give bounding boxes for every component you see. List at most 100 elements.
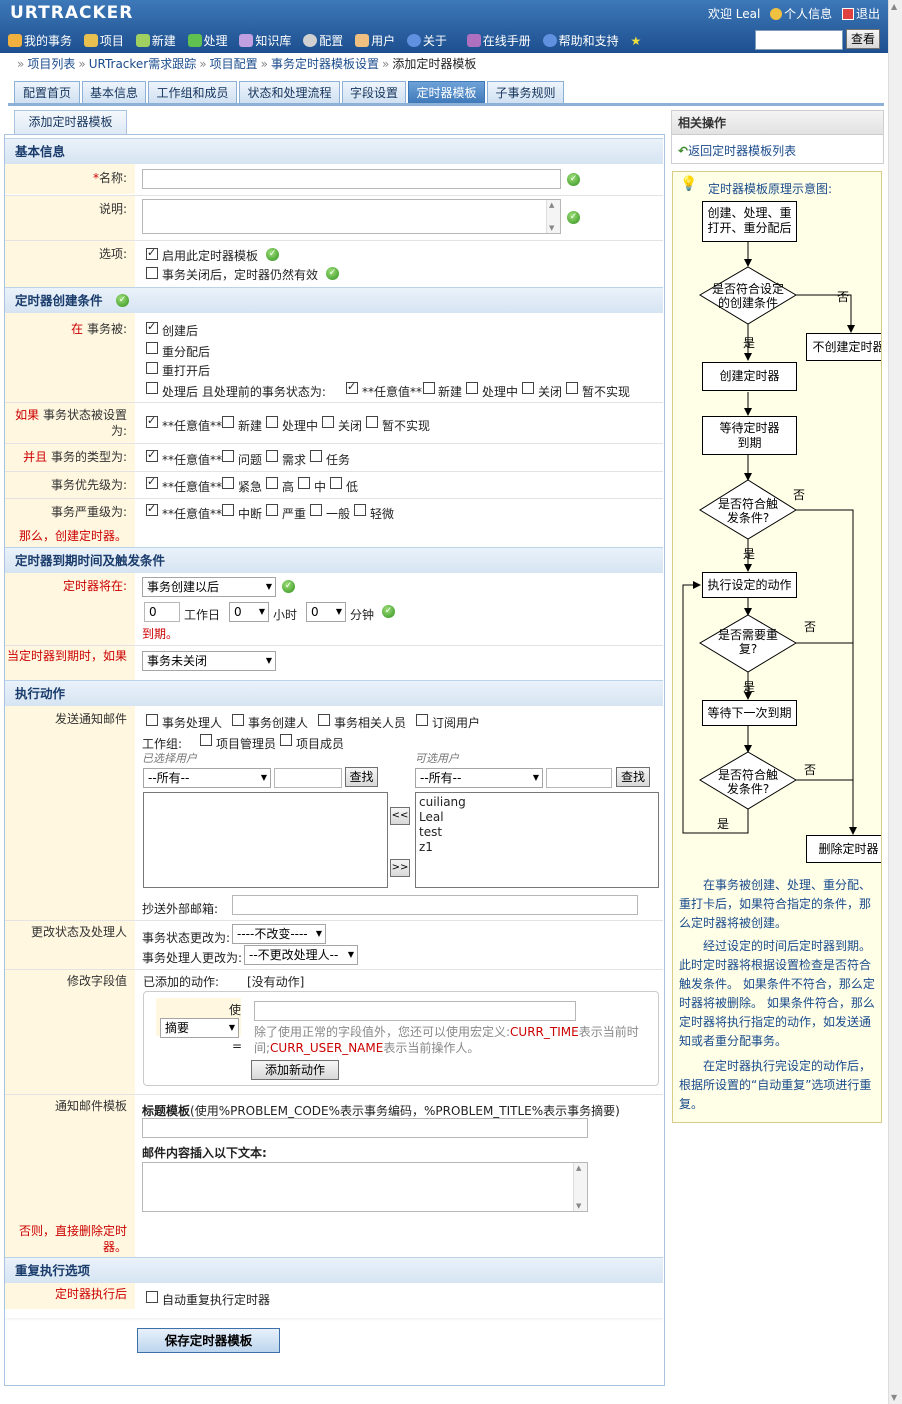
sev-checkbox[interactable]: [310, 504, 322, 516]
subject-template-input[interactable]: [142, 1118, 588, 1138]
status-change-select[interactable]: ----不改变----: [232, 924, 326, 944]
expire-cond-select[interactable]: 事务未关闭: [142, 651, 276, 671]
profile-link[interactable]: 个人信息: [784, 7, 833, 21]
auto-repeat-checkbox[interactable]: [146, 1291, 158, 1303]
selected-search-input[interactable]: [274, 768, 342, 788]
available-users-list[interactable]: cuiliang Leal test z1: [415, 792, 659, 888]
help-icon[interactable]: ✓: [266, 248, 279, 261]
tab-subtask-rules[interactable]: 子事务规则: [487, 81, 564, 104]
help-icon[interactable]: ✓: [567, 211, 580, 224]
type-any-checkbox[interactable]: [146, 448, 158, 462]
days-input[interactable]: 0: [144, 602, 180, 622]
nav-users[interactable]: 用户: [355, 32, 395, 49]
list-item[interactable]: Leal: [419, 810, 444, 824]
rcpt-checkbox[interactable]: [232, 714, 244, 726]
proc-any-checkbox[interactable]: [346, 380, 358, 394]
tab-timer-templates[interactable]: 定时器模板: [408, 81, 485, 104]
handler-change-select[interactable]: --不更改处理人--: [244, 945, 358, 965]
nav-process[interactable]: 处理: [187, 32, 228, 49]
available-find-button[interactable]: 查找: [616, 767, 650, 787]
name-input[interactable]: [142, 169, 561, 189]
selected-find-button[interactable]: 查找: [345, 767, 378, 787]
available-filter-select[interactable]: --所有--: [415, 768, 543, 788]
body-textarea[interactable]: [142, 1162, 588, 1212]
rcpt-checkbox[interactable]: [146, 714, 158, 726]
selected-filter-select[interactable]: --所有--: [143, 768, 271, 788]
nav-manual[interactable]: 在线手册: [466, 32, 531, 49]
status-any-checkbox[interactable]: [146, 414, 158, 428]
add-user-button[interactable]: <<: [390, 807, 410, 825]
nav-help[interactable]: 帮助和支持: [542, 32, 619, 49]
add-action-button[interactable]: 添加新动作: [251, 1060, 339, 1080]
crumb-timer-settings[interactable]: 事务定时器模板设置: [270, 57, 379, 71]
action-value-input[interactable]: [254, 1001, 576, 1021]
proc-status-checkbox[interactable]: [423, 382, 435, 394]
sev-checkbox[interactable]: [266, 504, 278, 516]
available-search-input[interactable]: [546, 768, 612, 788]
tab-workflow[interactable]: 状态和处理流程: [239, 81, 340, 104]
tab-groups[interactable]: 工作组和成员: [148, 81, 237, 104]
status-checkbox[interactable]: [266, 416, 278, 428]
list-item[interactable]: cuiliang: [419, 795, 466, 809]
nav-projects[interactable]: 项目: [83, 32, 124, 49]
form-tab[interactable]: 添加定时器模板: [14, 110, 127, 135]
ev-assign-checkbox[interactable]: [146, 342, 158, 354]
hours-select[interactable]: 0: [229, 602, 269, 622]
pri-checkbox[interactable]: [266, 477, 278, 489]
help-icon[interactable]: ✓: [116, 294, 129, 307]
rcpt-checkbox[interactable]: [416, 714, 428, 726]
nav-my-tasks[interactable]: 我的事务: [8, 32, 72, 49]
selected-users-list[interactable]: [143, 792, 388, 888]
help-icon[interactable]: ✓: [567, 173, 580, 186]
save-template-button[interactable]: 保存定时器模板: [137, 1328, 280, 1353]
pri-checkbox[interactable]: [298, 477, 310, 489]
group-checkbox[interactable]: [200, 734, 212, 746]
closed-checkbox[interactable]: [146, 267, 158, 279]
pri-checkbox[interactable]: [330, 477, 342, 489]
sev-checkbox[interactable]: [222, 504, 234, 516]
search-input[interactable]: [755, 30, 843, 50]
group-checkbox[interactable]: [280, 734, 292, 746]
ev-process-checkbox[interactable]: [146, 382, 158, 394]
status-checkbox[interactable]: [322, 416, 334, 428]
status-checkbox[interactable]: [222, 416, 234, 428]
type-checkbox[interactable]: [266, 450, 278, 462]
enable-checkbox[interactable]: [146, 246, 158, 260]
type-checkbox[interactable]: [222, 450, 234, 462]
ev-create-checkbox[interactable]: [146, 320, 158, 334]
crumb-project[interactable]: URTracker需求跟踪: [88, 57, 197, 71]
status-checkbox[interactable]: [366, 416, 378, 428]
nav-knowledge[interactable]: 知识库: [239, 32, 291, 49]
ev-reopen-checkbox[interactable]: [146, 362, 158, 374]
action-field-select[interactable]: 摘要: [160, 1018, 239, 1038]
proc-status-checkbox[interactable]: [466, 382, 478, 394]
logout-link[interactable]: 退出: [855, 7, 880, 21]
nav-config[interactable]: 配置: [303, 32, 343, 49]
crumb-projects[interactable]: 项目列表: [27, 57, 76, 71]
tab-fields[interactable]: 字段设置: [342, 81, 406, 104]
star-icon[interactable]: ★: [630, 34, 642, 48]
minutes-select[interactable]: 0: [306, 602, 346, 622]
page-scrollbar[interactable]: ▲▼: [888, 0, 902, 1404]
back-to-list-link[interactable]: ↶返回定时器模板列表: [678, 144, 797, 158]
list-item[interactable]: z1: [419, 840, 433, 854]
search-button[interactable]: 查看: [846, 29, 880, 49]
help-icon[interactable]: ✓: [382, 605, 395, 618]
cc-input[interactable]: [232, 895, 638, 915]
help-icon[interactable]: ✓: [326, 267, 339, 280]
nav-about[interactable]: 关于: [406, 32, 447, 49]
tab-basic-info[interactable]: 基本信息: [82, 81, 146, 104]
help-icon[interactable]: ✓: [282, 580, 295, 593]
remove-user-button[interactable]: >>: [390, 859, 410, 877]
desc-textarea[interactable]: [142, 199, 561, 234]
tab-config-home[interactable]: 配置首页: [14, 81, 80, 104]
rcpt-checkbox[interactable]: [318, 714, 330, 726]
proc-status-checkbox[interactable]: [522, 382, 534, 394]
sev-any-checkbox[interactable]: [146, 502, 158, 516]
sev-checkbox[interactable]: [354, 504, 366, 516]
pri-any-checkbox[interactable]: [146, 475, 158, 489]
expire-base-select[interactable]: 事务创建以后: [142, 577, 276, 597]
crumb-config[interactable]: 项目配置: [209, 57, 258, 71]
nav-new[interactable]: 新建: [135, 32, 176, 49]
type-checkbox[interactable]: [310, 450, 322, 462]
